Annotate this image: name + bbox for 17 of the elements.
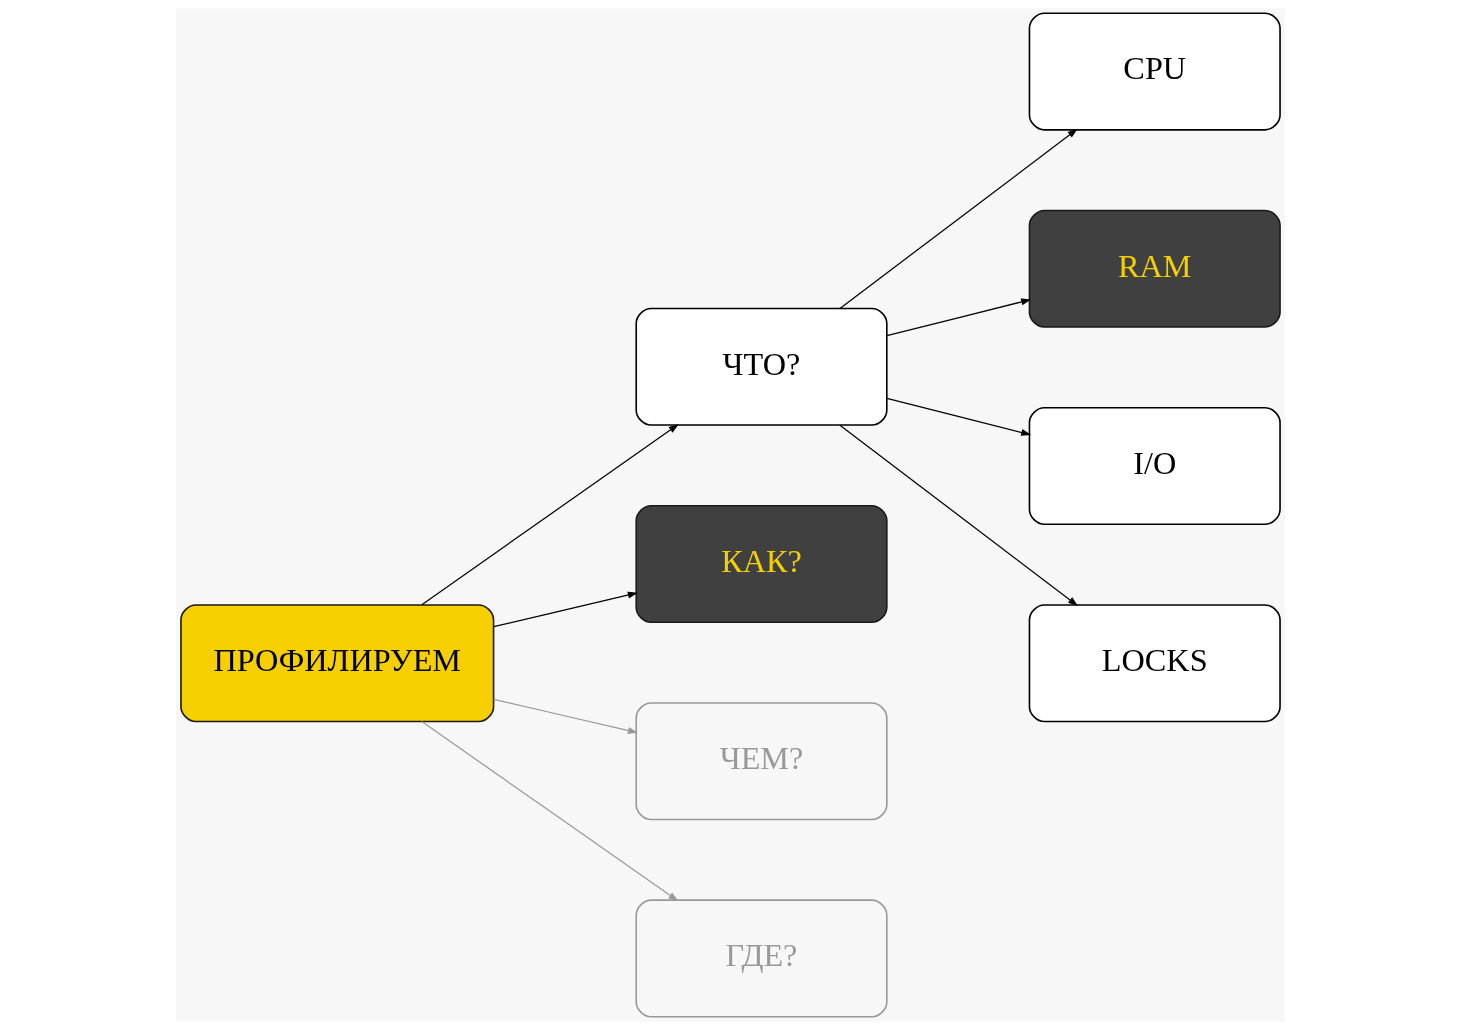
node-box: ЧЕМ? [634, 702, 888, 821]
arrow [838, 424, 1078, 606]
arrow [492, 591, 638, 628]
arrow [420, 720, 678, 902]
arrow [885, 298, 1031, 337]
node-box: КАК? [634, 504, 888, 624]
node-box: I/O [1028, 406, 1281, 526]
arrow [492, 698, 638, 734]
node-box: ЧТО? [634, 307, 888, 426]
node-box: ПРОФИЛИРУЕМ [179, 604, 494, 723]
node-box: RAM [1028, 209, 1281, 328]
arrow [420, 424, 679, 606]
arrow [885, 397, 1031, 436]
arrow [838, 128, 1078, 310]
node-box: ГДЕ? [634, 899, 888, 1018]
node-box: CPU [1028, 12, 1281, 131]
node-box: LOCKS [1028, 604, 1281, 723]
